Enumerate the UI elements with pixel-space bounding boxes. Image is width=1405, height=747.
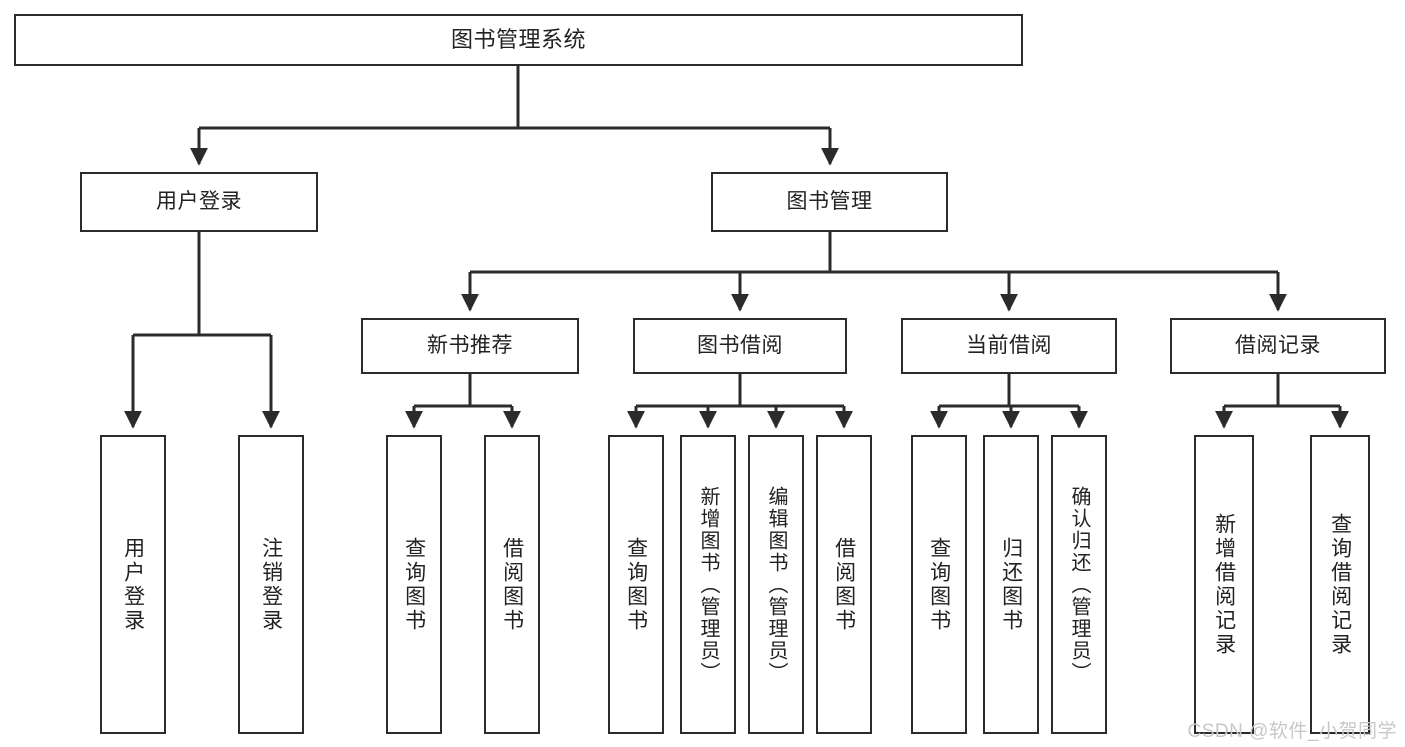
node-leaf-query-book-recommend-label: 查询图书 [402,536,426,633]
node-leaf-confirm-return-admin[interactable]: 确认归还（管理员） [1051,435,1107,734]
node-level3-current-borrow[interactable]: 当前借阅 [901,318,1117,374]
node-level2-book-management-label: 图书管理 [786,189,873,213]
node-leaf-edit-book-admin-label: 编辑图书（管理员） [765,485,787,684]
node-leaf-borrow-book-recommend[interactable]: 借阅图书 [484,435,540,734]
node-level3-book-borrow-label: 图书借阅 [697,333,783,357]
node-level3-borrow-record[interactable]: 借阅记录 [1170,318,1386,374]
node-leaf-logout-label: 注销登录 [259,536,283,633]
node-leaf-add-book-admin[interactable]: 新增图书（管理员） [680,435,736,734]
node-leaf-query-book-current-label: 查询图书 [927,536,951,633]
node-leaf-return-book[interactable]: 归还图书 [983,435,1039,734]
node-leaf-borrow-book-label: 借阅图书 [832,536,856,633]
node-leaf-add-borrow-record[interactable]: 新增借阅记录 [1194,435,1254,734]
node-level2-book-management[interactable]: 图书管理 [711,172,948,232]
node-level3-new-book-recommend[interactable]: 新书推荐 [361,318,579,374]
node-level3-current-borrow-label: 当前借阅 [966,333,1052,357]
node-leaf-query-borrow-record-label: 查询借阅记录 [1328,512,1352,657]
node-leaf-user-login[interactable]: 用户登录 [100,435,166,734]
node-root-label: 图书管理系统 [450,27,586,53]
node-leaf-query-book-recommend[interactable]: 查询图书 [386,435,442,734]
watermark: CSDN @软件_小贺同学 [1187,721,1397,742]
node-leaf-user-login-label: 用户登录 [121,536,145,633]
node-leaf-return-book-label: 归还图书 [999,536,1023,633]
node-leaf-query-book-borrow[interactable]: 查询图书 [608,435,664,734]
node-leaf-query-borrow-record[interactable]: 查询借阅记录 [1310,435,1370,734]
node-level3-book-borrow[interactable]: 图书借阅 [633,318,847,374]
node-leaf-query-book-borrow-label: 查询图书 [624,536,648,633]
node-leaf-confirm-return-admin-label: 确认归还（管理员） [1068,485,1090,684]
node-level2-user-login[interactable]: 用户登录 [80,172,318,232]
node-level3-new-book-recommend-label: 新书推荐 [427,333,513,357]
node-leaf-borrow-book[interactable]: 借阅图书 [816,435,872,734]
node-level2-user-login-label: 用户登录 [156,189,242,213]
node-leaf-query-book-current[interactable]: 查询图书 [911,435,967,734]
node-leaf-add-book-admin-label: 新增图书（管理员） [697,485,719,684]
node-leaf-edit-book-admin[interactable]: 编辑图书（管理员） [748,435,804,734]
node-leaf-borrow-book-recommend-label: 借阅图书 [500,536,524,633]
node-leaf-logout[interactable]: 注销登录 [238,435,304,734]
node-leaf-add-borrow-record-label: 新增借阅记录 [1212,512,1236,657]
node-level3-borrow-record-label: 借阅记录 [1235,333,1321,357]
node-root[interactable]: 图书管理系统 [14,14,1023,66]
